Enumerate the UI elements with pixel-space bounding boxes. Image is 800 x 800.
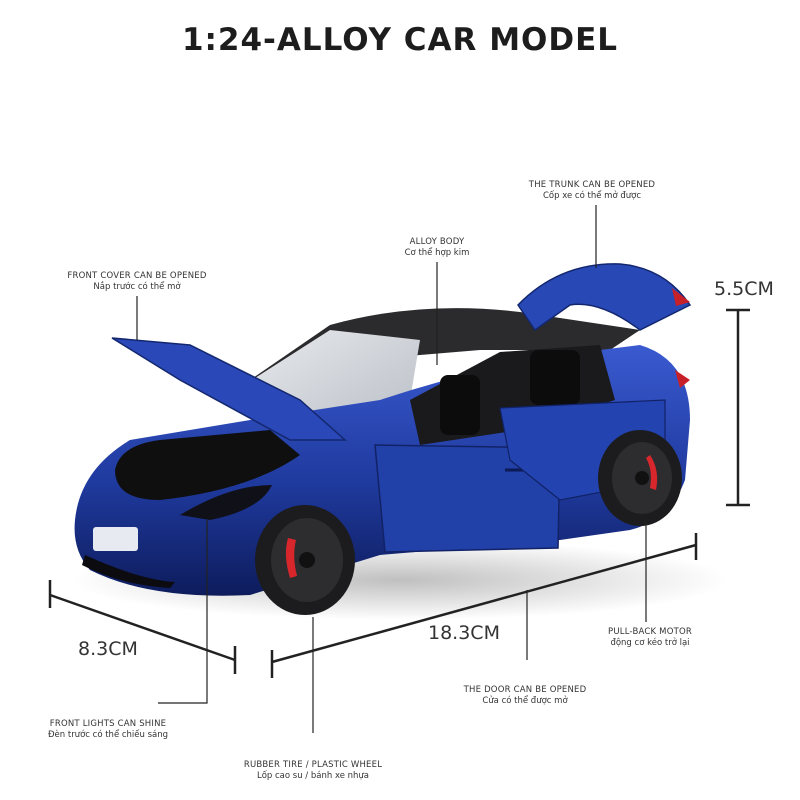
front-wheel xyxy=(255,505,355,615)
callout-door: THE DOOR CAN BE OPENED Cửa có thể được m… xyxy=(440,685,610,707)
callout-body: ALLOY BODY Cơ thể hợp kim xyxy=(377,237,497,259)
callout-motor-vi: động cơ kéo trở lại xyxy=(610,638,690,648)
callout-hood: FRONT COVER CAN BE OPENED Nắp trước có t… xyxy=(42,271,232,293)
dimension-height xyxy=(726,308,750,507)
frunk-cavity xyxy=(115,430,300,500)
page-title: 1:24-ALLOY CAR MODEL xyxy=(181,22,619,58)
callout-motor: PULL-BACK MOTOR động cơ kéo trở lại xyxy=(590,627,710,649)
seat-rear xyxy=(530,350,580,405)
callout-hood-vi: Nắp trước có thể mở xyxy=(93,282,181,292)
car-door-open xyxy=(374,444,561,553)
tail-light-trunk xyxy=(672,288,690,306)
callout-trunk: THE TRUNK CAN BE OPENED Cốp xe có thể mở… xyxy=(507,180,677,202)
car-hood-open xyxy=(111,337,347,441)
callout-door-vi: Cửa có thể được mở xyxy=(482,696,568,706)
car-trunk-open xyxy=(517,263,692,332)
callout-body-en: ALLOY BODY xyxy=(409,237,465,247)
callout-tire-vi: Lốp cao su / bánh xe nhựa xyxy=(256,771,370,781)
callout-tire-en: RUBBER TIRE / PLASTIC WHEEL xyxy=(243,760,383,770)
callout-lights-en: FRONT LIGHTS CAN SHINE xyxy=(49,719,167,729)
license-plate xyxy=(93,527,138,551)
leader-lights xyxy=(158,520,208,704)
dimension-length-label: 18.3CM xyxy=(428,622,500,644)
headlight xyxy=(180,485,272,520)
callout-lights-vi: Đèn trước có thể chiếu sáng xyxy=(47,730,169,740)
callout-leaders xyxy=(136,205,647,733)
callout-trunk-en: THE TRUNK CAN BE OPENED xyxy=(528,180,656,190)
rear-wheel xyxy=(598,430,682,526)
dimension-width-label: 8.3CM xyxy=(78,638,138,660)
callout-trunk-vi: Cốp xe có thể mở được xyxy=(543,191,641,201)
callout-lights: FRONT LIGHTS CAN SHINE Đèn trước có thể … xyxy=(28,719,188,741)
dimension-length xyxy=(270,533,698,678)
dimension-width xyxy=(48,580,237,674)
callout-motor-en: PULL-BACK MOTOR xyxy=(608,627,692,637)
callout-tire: RUBBER TIRE / PLASTIC WHEEL Lốp cao su /… xyxy=(228,760,398,782)
callout-hood-en: FRONT COVER CAN BE OPENED xyxy=(67,271,207,281)
callout-door-en: THE DOOR CAN BE OPENED xyxy=(463,685,587,695)
tail-light-body xyxy=(675,370,690,388)
callout-body-vi: Cơ thể hợp kim xyxy=(404,248,470,258)
seat-front xyxy=(440,375,480,435)
dimension-height-label: 5.5CM xyxy=(714,278,774,300)
front-grille xyxy=(82,555,175,588)
